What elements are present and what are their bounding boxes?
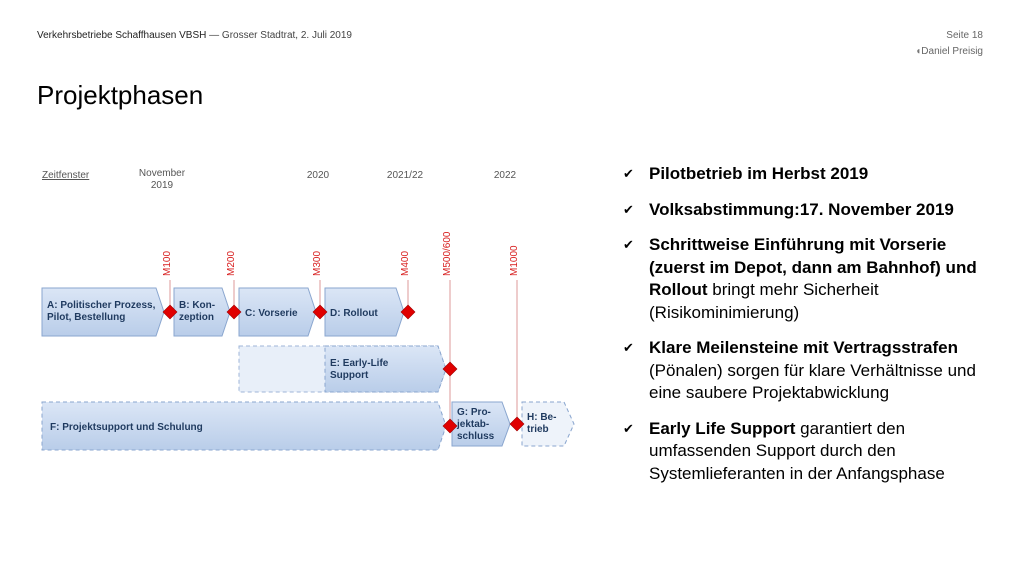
phase-b-box: [173, 287, 231, 337]
phase-e-box: [324, 345, 447, 393]
phase-e-label: E: Early-Life Support: [330, 358, 391, 381]
header-org: Verkehrsbetriebe Schaffhausen VBSH: [37, 30, 207, 41]
phase-b-line2: zeption: [179, 312, 214, 323]
phase-b-label: B: Kon- zeption: [179, 300, 218, 323]
bullet-rest: garantiert den umfassenden Support durch…: [649, 418, 945, 483]
milestone-m100: M100: [162, 251, 173, 276]
phase-a-line1: A: Politischer Prozess,: [47, 300, 156, 311]
milestone-diamond-m100: [162, 304, 178, 320]
header-author: Daniel Preisig: [915, 44, 983, 60]
phase-c-box: [238, 287, 317, 337]
phase-h-line1: H: Be-: [527, 412, 556, 423]
header-subtitle: — Grosser Stadtrat, 2. Juli 2019: [206, 30, 352, 41]
phase-a-box: [41, 287, 165, 337]
milestone-m500-600: M500/600: [442, 231, 453, 276]
milestone-diamond-m500: [442, 418, 458, 434]
phase-h-line2: trieb: [527, 424, 549, 435]
bullet-item: ✔ Volksabstimmung:17. November 2019: [623, 199, 993, 222]
milestone-m1000: M1000: [509, 245, 520, 276]
phase-g-line3: schluss: [457, 431, 495, 442]
phase-g-line1: G: Pro-: [457, 407, 491, 418]
zeitfenster-label: Zeitfenster: [42, 170, 90, 181]
phase-e-line2: Support: [330, 370, 369, 381]
page-number: Seite 18: [946, 30, 983, 41]
phase-h-label: H: Be- trieb: [527, 412, 559, 435]
milestone-diamond-m200: [226, 304, 242, 320]
bullet-item: ✔ Pilotbetrieb im Herbst 2019: [623, 163, 993, 186]
check-icon: ✔: [623, 201, 634, 217]
bullet-item: ✔ Early Life Support garantiert den umfas…: [623, 418, 993, 486]
header-left: Verkehrsbetriebe Schaffhausen VBSH — Gro…: [37, 30, 352, 41]
phase-f-label: F: Projektsupport und Schulung: [50, 422, 203, 433]
bullet-bold: Pilotbetrieb im Herbst 2019: [649, 164, 869, 183]
milestone-diamond-m1000: [509, 416, 525, 432]
bullet-rest: bringt mehr Sicherheit (Risikominimierun…: [649, 280, 879, 322]
milestone-diamond-e: [442, 361, 458, 377]
phase-g-label: G: Pro- jektab- schluss: [456, 407, 495, 442]
bullet-bold: Schrittweise Einführung mit Vorserie (zu…: [649, 235, 977, 299]
time-label-2020: 2020: [307, 170, 330, 181]
milestone-m300: M300: [312, 251, 323, 276]
phase-g-line2: jektab-: [456, 419, 489, 430]
time-label-2021-22: 2021/22: [387, 170, 424, 181]
check-icon: ✔: [623, 340, 634, 355]
phase-h-box: [521, 401, 575, 447]
bullet-item: ✔ Schrittweise Einführung mit Vorserie (z…: [623, 234, 993, 324]
check-icon: ✔: [623, 420, 634, 436]
phase-diagram: Zeitfenster November 2019 2020 2021/22 2…: [41, 168, 575, 451]
phase-b-line1: B: Kon-: [179, 300, 215, 311]
bullet-bold: Volksabstimmung:17. November 2019: [649, 199, 954, 219]
time-label-2022: 2022: [494, 170, 517, 181]
milestone-diamond-m400: [400, 304, 416, 320]
page-title: Projektphasen: [37, 80, 204, 110]
phase-a-line2: Pilot, Bestellung: [47, 312, 125, 323]
phase-c-label: C: Vorserie: [245, 308, 298, 319]
bullet-rest: (Pönalen) sorgen für klare Verhältnisse …: [649, 360, 976, 403]
milestone-m400: M400: [400, 251, 411, 276]
phase-d-box: [324, 287, 405, 337]
header-right: Seite 18 Daniel Preisig: [915, 28, 983, 60]
time-label-november: November: [139, 168, 186, 179]
bullet-bold: Early Life Support: [649, 418, 796, 438]
check-icon: ✔: [623, 166, 634, 181]
milestone-diamond-m300: [312, 304, 328, 320]
time-label-2019: 2019: [151, 180, 174, 191]
check-icon: ✔: [623, 237, 634, 252]
bullet-item: ✔Klare Meilensteine mit Vertragsstrafen …: [623, 337, 993, 405]
phase-g-box: [451, 401, 511, 447]
milestone-m200: M200: [226, 251, 237, 276]
phase-d-label: D: Rollout: [330, 308, 378, 319]
bullet-list: ✔ Pilotbetrieb im Herbst 2019 ✔ Volksabsti…: [623, 163, 993, 498]
phase-a-label: A: Politischer Prozess, Pilot, Bestellun…: [47, 300, 158, 323]
bullet-bold: Klare Meilensteine mit Vertragsstrafen: [649, 338, 958, 357]
phase-f-box: [41, 401, 447, 451]
phase-e-line1: E: Early-Life: [330, 358, 389, 369]
